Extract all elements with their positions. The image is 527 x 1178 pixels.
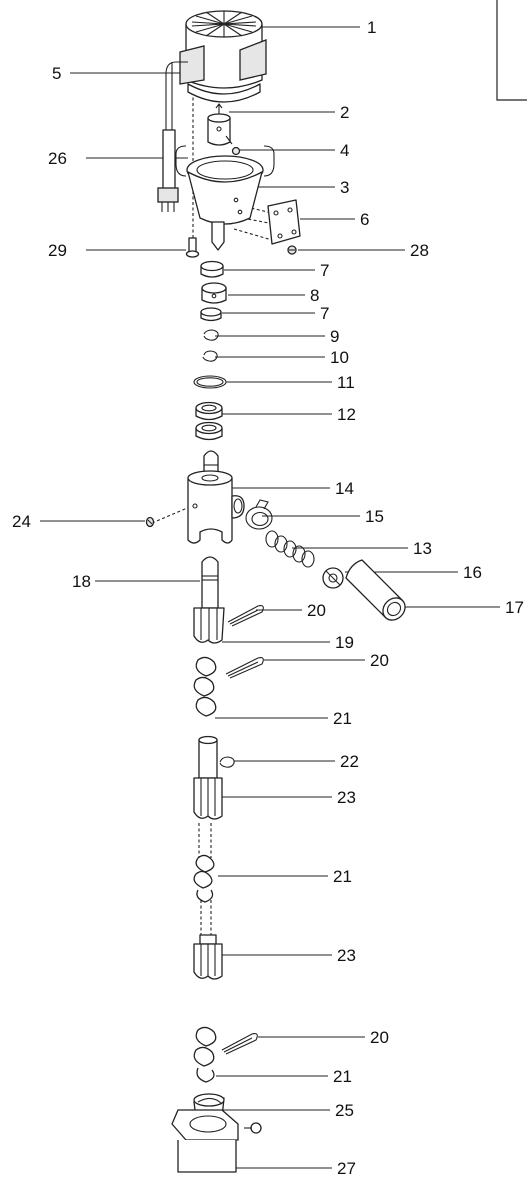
spacer-bottom <box>200 307 222 322</box>
callout-27: 27 <box>337 1159 356 1178</box>
clamp-ring <box>245 499 273 530</box>
nozzle <box>171 1109 262 1173</box>
o-ring <box>193 375 227 389</box>
callout-24: 24 <box>12 512 31 531</box>
callout-20-b: 20 <box>370 651 389 670</box>
pump-body <box>187 450 245 544</box>
callout-18: 18 <box>72 572 91 591</box>
callout-16: 16 <box>463 563 482 582</box>
cotter-pin-middle <box>225 657 264 679</box>
coupling <box>207 103 231 146</box>
callout-23-b: 23 <box>337 946 356 965</box>
callout-28: 28 <box>410 241 429 260</box>
callout-25: 25 <box>335 1101 354 1120</box>
spring <box>265 530 315 568</box>
callout-6: 6 <box>360 210 369 229</box>
callout-4: 4 <box>340 141 349 160</box>
discharge-tube <box>345 559 406 621</box>
leader-lines <box>40 26 500 1169</box>
callout-13: 13 <box>413 539 432 558</box>
spacer-top <box>200 260 224 278</box>
cotter-pin-upper <box>227 605 264 627</box>
callout-29: 29 <box>48 241 67 260</box>
shaft-clip <box>219 756 235 768</box>
auger-head <box>193 607 225 644</box>
callout-7-upper: 7 <box>320 261 329 280</box>
callout-10: 10 <box>330 348 349 367</box>
power-cable <box>165 61 188 130</box>
auger-flight-3 <box>193 1026 217 1083</box>
shaft-connector-1 <box>193 735 223 820</box>
callout-26: 26 <box>48 149 67 168</box>
bearing-upper <box>195 401 223 421</box>
auger-flight-2 <box>193 854 215 903</box>
plate-screw <box>287 245 297 255</box>
bolt <box>185 237 200 258</box>
retaining-clip <box>203 329 219 341</box>
callout-21-c: 21 <box>333 1067 352 1086</box>
corner-frame <box>496 0 527 101</box>
snap-ring <box>202 350 218 362</box>
cotter-pin-lower <box>221 1033 258 1055</box>
callout-labels: 1 2 3 4 5 6 7 7 8 9 10 11 12 13 14 15 16… <box>12 18 524 1178</box>
bushing <box>201 282 227 304</box>
callout-19: 19 <box>335 633 354 652</box>
callout-7-lower: 7 <box>320 304 329 323</box>
callout-14: 14 <box>335 479 354 498</box>
shaft-connector-2 <box>193 934 223 980</box>
mounting-plate <box>267 199 301 245</box>
callout-20-c: 20 <box>370 1028 389 1047</box>
housing <box>175 145 275 251</box>
callout-5: 5 <box>52 64 61 83</box>
callout-2: 2 <box>340 103 349 122</box>
callout-9: 9 <box>330 327 339 346</box>
callout-15: 15 <box>365 507 384 526</box>
body-screw <box>145 516 155 528</box>
drive-shaft <box>201 556 219 609</box>
bearing-lower <box>195 421 223 441</box>
auger-flight-1 <box>193 656 217 717</box>
callout-11: 11 <box>337 373 355 392</box>
callout-8: 8 <box>310 286 319 305</box>
callout-22: 22 <box>340 752 359 771</box>
callout-20-a: 20 <box>307 601 326 620</box>
plug <box>157 129 179 212</box>
callout-21-a: 21 <box>333 709 352 728</box>
callout-23-a: 23 <box>337 788 356 807</box>
callout-3: 3 <box>340 178 349 197</box>
hex-nut <box>322 567 344 589</box>
screw <box>225 135 241 156</box>
callout-21-b: 21 <box>333 867 352 886</box>
motor <box>179 10 267 103</box>
callout-12: 12 <box>337 405 356 424</box>
callout-1: 1 <box>367 18 376 37</box>
callout-17: 17 <box>505 598 524 617</box>
